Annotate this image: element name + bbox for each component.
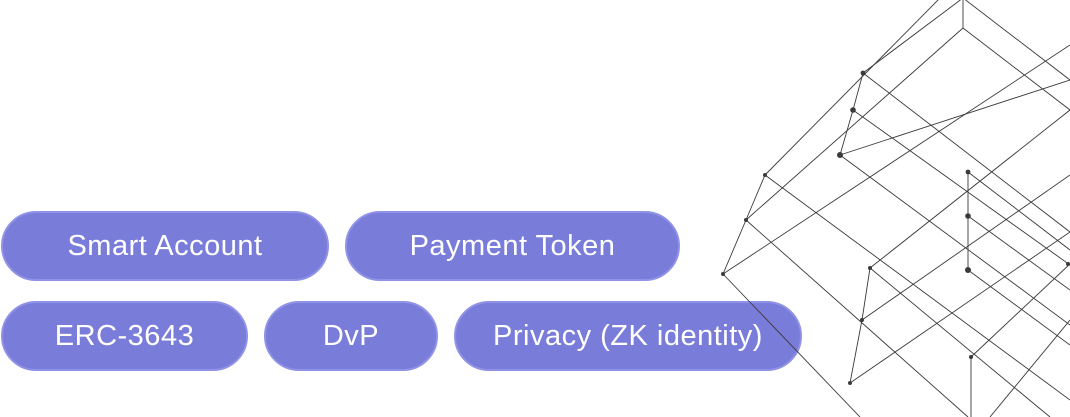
tag-privacy-zk-identity-button[interactable]: Privacy (ZK identity) <box>454 301 802 371</box>
tag-label: ERC-3643 <box>54 319 195 352</box>
tag-smart-account-button[interactable]: Smart Account <box>1 211 329 281</box>
tag-erc-3643-button[interactable]: ERC-3643 <box>1 301 248 371</box>
tag-payment-token-button[interactable]: Payment Token <box>345 211 680 281</box>
tag-label: Payment Token <box>409 229 616 262</box>
tag-label: DvP <box>322 319 380 352</box>
tag-dvp-button[interactable]: DvP <box>264 301 438 371</box>
tag-label: Privacy (ZK identity) <box>493 319 763 352</box>
tag-label: Smart Account <box>67 229 263 262</box>
